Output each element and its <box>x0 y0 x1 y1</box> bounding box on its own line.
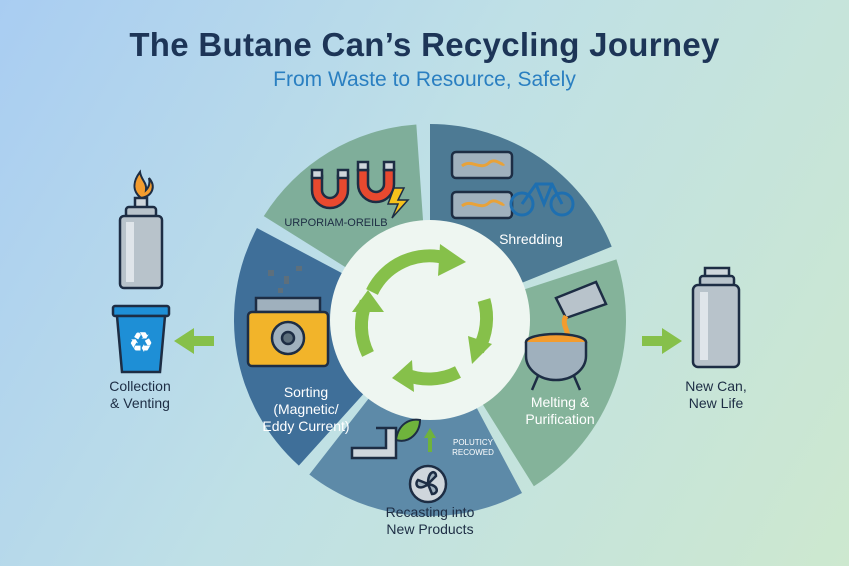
falling-scraps <box>268 266 302 293</box>
right-arrow-icon <box>642 328 682 354</box>
melting-label: Melting & Purification <box>525 394 595 427</box>
bicycle-icon <box>509 182 575 217</box>
flame-icon <box>133 169 154 200</box>
cycle-arrow-heads <box>352 244 492 392</box>
recycle-bin-icon: ♻ <box>111 304 171 374</box>
shredded-metal-icon <box>450 150 514 220</box>
svg-text:♻: ♻ <box>128 326 153 359</box>
shredder-machine-icon <box>246 296 330 368</box>
collection-label: Collection & Venting <box>109 378 171 411</box>
pipe-icon <box>350 426 398 460</box>
page-subtitle: From Waste to Resource, Safely <box>273 68 576 91</box>
magnet-label: URPORIAM-OREILB <box>284 217 388 229</box>
segment-recasting <box>309 395 523 516</box>
magnet-icon <box>310 160 396 210</box>
leaf-icon <box>394 418 422 442</box>
up-arrow-icon <box>424 428 436 452</box>
left-arrow-icon <box>174 328 214 354</box>
cauldron-icon <box>524 332 588 391</box>
page-title: The Butane Can’s Recycling Journey <box>129 26 720 63</box>
lightning-icon <box>386 187 410 219</box>
recasting-label: Recasting into New Products <box>385 504 475 537</box>
recasting-badge: POLUTICY RECOWED <box>452 438 494 457</box>
aerosol-can-icon <box>691 266 741 369</box>
fan-icon <box>408 464 448 504</box>
spray-can-icon <box>118 196 164 290</box>
shredding-label: Shredding <box>499 231 563 247</box>
sorting-label: Sorting (Magnetic/ Eddy Current) <box>262 384 350 434</box>
new-can-label: New Can, New Life <box>685 378 747 411</box>
